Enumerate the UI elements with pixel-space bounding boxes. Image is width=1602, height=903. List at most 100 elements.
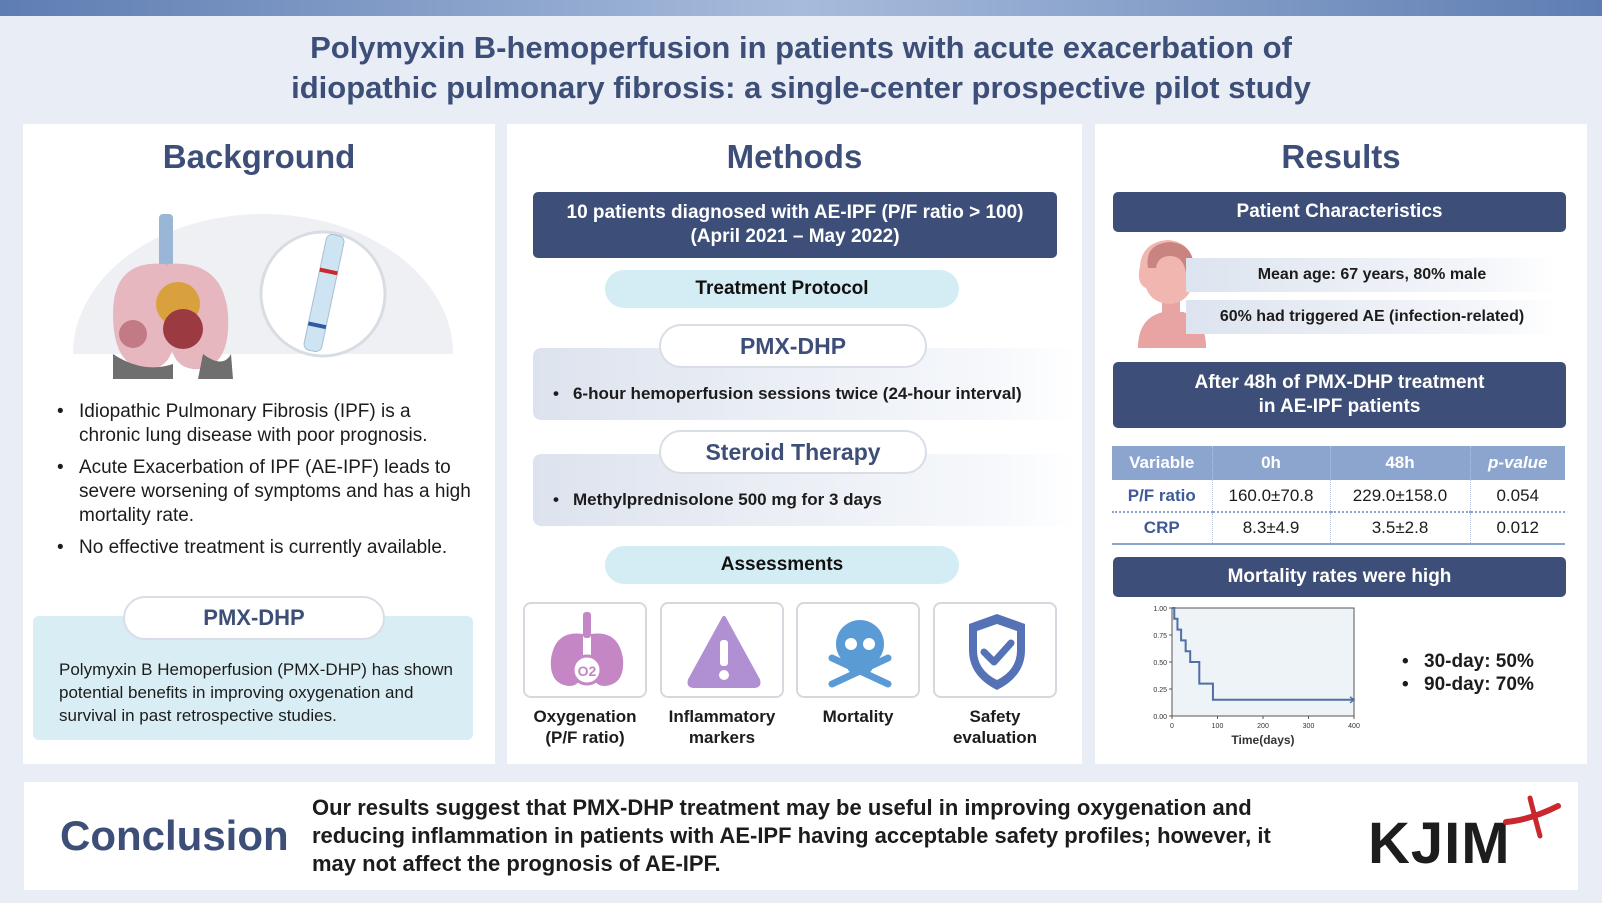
assessment-inflammatory-box <box>660 602 784 698</box>
assessment-label-line: evaluation <box>952 728 1038 747</box>
steroid-detail: • Methylprednisolone 500 mg for 3 days <box>553 490 882 510</box>
assessment-label-line: Safety <box>969 707 1021 726</box>
mortality-bullet: 90-day: 70% <box>1400 673 1534 696</box>
chart-plot-area <box>1171 607 1355 717</box>
assessment-label-line: Mortality <box>822 707 894 726</box>
mortality-bullet: 30-day: 50% <box>1400 650 1534 673</box>
characteristic-row-2: 60% had triggered AE (infection-related) <box>1186 300 1558 334</box>
o2-text: O2 <box>578 663 597 679</box>
conclusion-heading: Conclusion <box>60 812 289 859</box>
survival-curve <box>1172 607 1354 701</box>
assessment-mortality-box <box>796 602 920 698</box>
pmx-info-text: Polymyxin B Hemoperfusion (PMX-DHP) has … <box>59 660 453 725</box>
after-48h-box: After 48h of PMX-DHP treatment in AE-IPF… <box>1113 362 1566 428</box>
survival-curve-end-marker <box>1349 696 1356 704</box>
y-tick-label: 0.25 <box>1153 687 1167 694</box>
table-header-cell: p-value <box>1469 446 1565 480</box>
table-header-cell: 0h <box>1211 446 1330 480</box>
y-tick-label: 0.75 <box>1153 633 1167 640</box>
table-cell: 229.0±158.0 <box>1329 480 1470 513</box>
table-header-cell: 48h <box>1329 446 1470 480</box>
patient-characteristics-box: Patient Characteristics <box>1113 192 1566 232</box>
y-tick-label: 1.00 <box>1153 606 1167 613</box>
assessment-label-safety: Safety evaluation <box>920 706 1070 748</box>
methods-heading: Methods <box>726 138 863 175</box>
steroid-detail-text: Methylprednisolone 500 mg for 3 days <box>572 490 882 509</box>
table-cell: 0.054 <box>1469 480 1565 513</box>
kjim-logo: KJIM <box>1368 795 1568 882</box>
characteristic-text: Mean age: 67 years, 80% male <box>1257 266 1487 283</box>
y-tick-label: 0.00 <box>1153 714 1167 721</box>
x-tick-label: 400 <box>1348 723 1360 730</box>
assessment-label-line: Inflammatory <box>668 707 776 726</box>
background-bullet-list: Idiopathic Pulmonary Fibrosis (IPF) is a… <box>55 400 475 560</box>
patients-line-1: 10 patients diagnosed with AE-IPF (P/F r… <box>566 202 1024 223</box>
conclusion-line: may not affect the prognosis of AE-IPF. <box>312 851 721 876</box>
assessment-label-inflammatory: Inflammatory markers <box>647 706 797 748</box>
bullet-dot: • <box>553 490 559 509</box>
pmx-info-box: Polymyxin B Hemoperfusion (PMX-DHP) has … <box>33 616 473 740</box>
kjim-logo-mark-icon <box>1503 795 1561 839</box>
results-heading: Results <box>1281 138 1401 175</box>
assessment-label-line: Oxygenation <box>533 707 637 726</box>
background-bullet: Idiopathic Pulmonary Fibrosis (IPF) is a… <box>55 400 475 448</box>
steroid-therapy-label: Steroid Therapy <box>659 430 927 474</box>
table-header-cell: Variable <box>1112 446 1212 480</box>
top-gradient-band <box>0 0 1602 16</box>
table-row: CRP 8.3±4.9 3.5±2.8 0.012 <box>1112 512 1565 545</box>
table-cell: 0.012 <box>1469 512 1565 545</box>
background-bullet: Acute Exacerbation of IPF (AE-IPF) leads… <box>55 456 475 528</box>
table-cell: 8.3±4.9 <box>1211 512 1330 545</box>
table-header-row: Variable 0h 48h p-value <box>1112 446 1565 480</box>
kjim-logo-text: KJIM <box>1368 811 1511 876</box>
conclusion-line: Our results suggest that PMX-DHP treatme… <box>312 795 1252 820</box>
patients-line-2: (April 2021 – May 2022) <box>690 226 900 247</box>
table-cell-variable: P/F ratio <box>1112 480 1212 513</box>
bullet-dot: • <box>553 384 559 403</box>
assessment-label-oxygenation: Oxygenation (P/F ratio) <box>510 706 660 748</box>
conclusion-text: Our results suggest that PMX-DHP treatme… <box>312 794 1272 878</box>
pmx-detail-text: 6-hour hemoperfusion sessions twice (24-… <box>572 384 1022 403</box>
title-line-1: Polymyxin B-hemoperfusion in patients wi… <box>310 30 1292 65</box>
lungs-icon <box>113 214 233 379</box>
x-tick-label: 300 <box>1303 723 1315 730</box>
x-tick-label: 200 <box>1257 723 1269 730</box>
x-tick-label: 100 <box>1212 723 1224 730</box>
table-cell-variable: CRP <box>1112 512 1212 545</box>
assessment-label-line: (P/F ratio) <box>545 728 625 747</box>
y-tick-label: 0.50 <box>1153 660 1167 667</box>
characteristic-text: 60% had triggered AE (infection-related) <box>1219 308 1525 325</box>
survival-chart: 0.00 0.25 0.50 0.75 1.00 0 100 200 300 400Time(da… <box>1153 606 1360 747</box>
background-heading: Background <box>162 138 356 175</box>
shield-check-icon <box>969 614 1025 690</box>
assessment-label-line: markers <box>688 728 756 747</box>
conclusion-panel: Conclusion Our results suggest that PMX-… <box>24 782 1578 890</box>
conclusion-line: reducing inflammation in patients with A… <box>312 823 1271 848</box>
mortality-bullet-list: 30-day: 50% 90-day: 70% <box>1400 650 1534 696</box>
title-line-2: idiopathic pulmonary fibrosis: a single-… <box>291 70 1311 105</box>
page-title: Polymyxin B-hemoperfusion in patients wi… <box>0 28 1602 108</box>
x-tick-label: 0 <box>1170 723 1174 730</box>
background-pmx-label: PMX-DHP <box>123 596 385 640</box>
hemoperfusion-cartridge-icon <box>259 230 387 358</box>
treatment-protocol-label: Treatment Protocol <box>605 270 959 308</box>
assessment-oxygenation-box: O2 <box>523 602 647 698</box>
assessments-label: Assessments <box>605 546 959 584</box>
assessment-safety-box <box>933 602 1057 698</box>
skull-icon <box>828 620 892 688</box>
table-cell: 3.5±2.8 <box>1329 512 1470 545</box>
lungs-o2-icon: O2 <box>550 612 624 686</box>
background-panel: Background Idiopathic Pulmonary Fibrosis… <box>23 124 495 764</box>
table-row: P/F ratio 160.0±70.8 229.0±158.0 0.054 <box>1112 480 1565 513</box>
methods-pmx-label: PMX-DHP <box>659 324 927 368</box>
after-48h-line-2: in AE-IPF patients <box>1258 396 1421 417</box>
characteristic-row-1: Mean age: 67 years, 80% male <box>1186 258 1558 292</box>
assessment-label-mortality: Mortality <box>783 706 933 727</box>
x-axis-label: Time(days) <box>1231 733 1294 747</box>
warning-icon <box>687 616 761 688</box>
background-bullet: No effective treatment is currently avai… <box>55 536 475 560</box>
results-table: Variable 0h 48h p-value P/F ratio 160.0±… <box>1112 446 1565 545</box>
after-48h-line-1: After 48h of PMX-DHP treatment <box>1194 372 1485 393</box>
patients-box: 10 patients diagnosed with AE-IPF (P/F r… <box>533 192 1057 258</box>
lungs-device-illustration <box>73 214 453 379</box>
